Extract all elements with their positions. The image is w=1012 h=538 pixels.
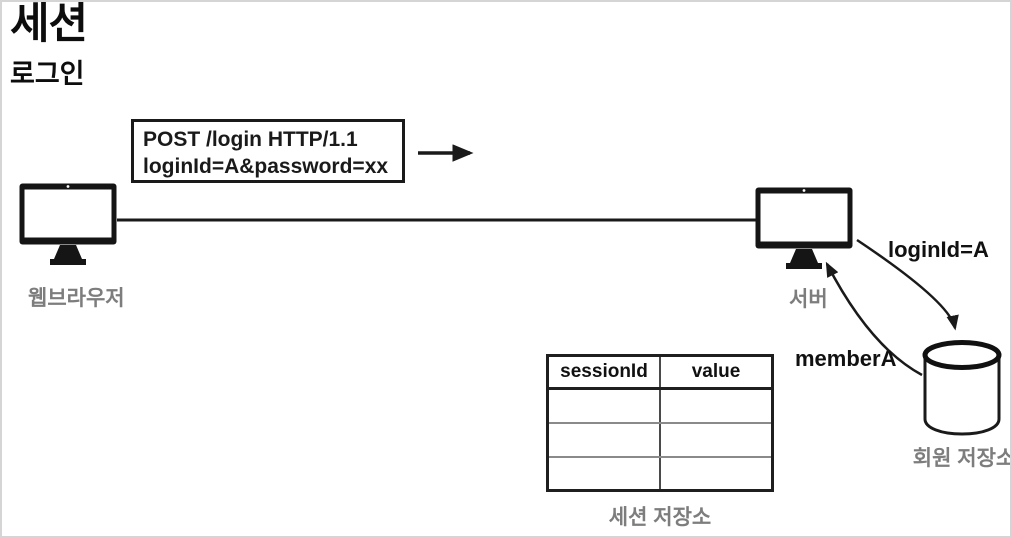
login-query-label: loginId=A [888, 237, 989, 262]
session-store-label: 세션 저장소 [608, 506, 712, 529]
session-table: sessionId value [546, 354, 774, 492]
session-table-header-value: value [660, 355, 773, 390]
browser-monitor-icon [19, 183, 117, 265]
member-result-label: memberA [795, 346, 897, 371]
table-cell [547, 456, 661, 491]
database-icon [922, 340, 1002, 436]
browser-label: 웹브라우저 [28, 287, 125, 310]
http-request-line: POST /login HTTP/1.1 [143, 128, 358, 151]
http-request-box: POST /login HTTP/1.1 loginId=A&password=… [131, 119, 405, 183]
server-label: 서버 [789, 288, 828, 311]
table-row [547, 422, 773, 458]
server-monitor-icon [755, 187, 853, 269]
table-cell [660, 457, 773, 491]
session-table-header-row: sessionId value [547, 355, 773, 390]
table-row [547, 456, 773, 491]
table-cell [660, 422, 773, 458]
page-title: 세션 [10, 0, 88, 48]
table-cell [547, 422, 661, 458]
table-row [547, 388, 773, 424]
session-table-header-sessionid: sessionId [547, 355, 661, 390]
http-request-body: loginId=A&password=xx [143, 154, 389, 178]
page-subtitle: 로그인 [10, 59, 85, 89]
table-cell [660, 388, 773, 424]
member-store-label: 회원 저장소 [912, 447, 1012, 470]
table-cell [547, 388, 661, 424]
